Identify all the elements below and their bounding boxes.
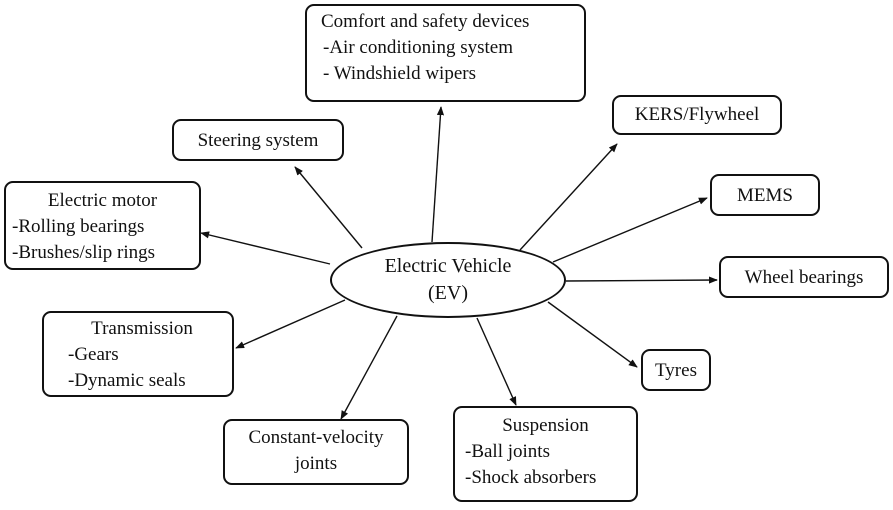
comfort-title: Comfort and safety devices <box>321 11 530 32</box>
steering-title: Steering system <box>197 130 319 151</box>
transmission-node: Transmission -Gears -Dynamic seals <box>42 311 234 397</box>
arrow-to-electric-motor <box>200 231 331 265</box>
electric-motor-item: -Brushes/slip rings <box>12 242 156 263</box>
arrow-to-mems <box>552 197 708 263</box>
electric-motor-title: Electric motor <box>47 190 158 211</box>
center-label-line2: (EV) <box>428 282 468 304</box>
kers-flywheel-node: KERS/Flywheel <box>612 95 782 135</box>
tyres-node: Tyres <box>641 349 711 391</box>
mems-node: MEMS <box>710 174 820 216</box>
kers-title: KERS/Flywheel <box>634 104 760 125</box>
cv-joints-node: Constant-velocity joints <box>223 419 409 485</box>
center-label-line1: Electric Vehicle <box>384 255 512 277</box>
steering-system-node: Steering system <box>172 119 344 161</box>
transmission-item: -Dynamic seals <box>68 370 186 391</box>
electric-vehicle-node: Electric Vehicle (EV) <box>330 242 566 318</box>
arrow-to-suspension <box>476 317 517 406</box>
arrow-to-steering <box>294 166 363 249</box>
transmission-title: Transmission <box>91 318 193 339</box>
suspension-item: -Ball joints <box>465 441 550 462</box>
arrow-to-transmission <box>235 299 346 349</box>
electric-motor-node: Electric motor -Rolling bearings -Brushe… <box>4 181 201 270</box>
mems-title: MEMS <box>737 185 793 206</box>
tyres-title: Tyres <box>655 360 697 381</box>
electric-motor-item: -Rolling bearings <box>12 216 145 237</box>
comfort-item: -Air conditioning system <box>323 37 513 58</box>
arrow-to-cv-joints <box>340 315 398 420</box>
arrow-to-kers <box>519 143 618 251</box>
cv-joints-title: Constant-velocity <box>248 427 384 448</box>
suspension-title: Suspension <box>502 415 589 436</box>
wheel-bearings-title: Wheel bearings <box>744 267 864 288</box>
comfort-item: - Windshield wipers <box>323 63 476 84</box>
suspension-node: Suspension -Ball joints -Shock absorbers <box>453 406 638 502</box>
arrow-to-comfort <box>431 106 445 243</box>
arrow-to-wheel-bearings <box>565 276 718 284</box>
suspension-item: -Shock absorbers <box>465 467 597 488</box>
transmission-item: -Gears <box>68 344 119 365</box>
cv-joints-title-line2: joints <box>294 453 338 474</box>
wheel-bearings-node: Wheel bearings <box>719 256 889 298</box>
comfort-safety-node: Comfort and safety devices -Air conditio… <box>305 4 586 102</box>
arrow-to-tyres <box>547 301 638 368</box>
